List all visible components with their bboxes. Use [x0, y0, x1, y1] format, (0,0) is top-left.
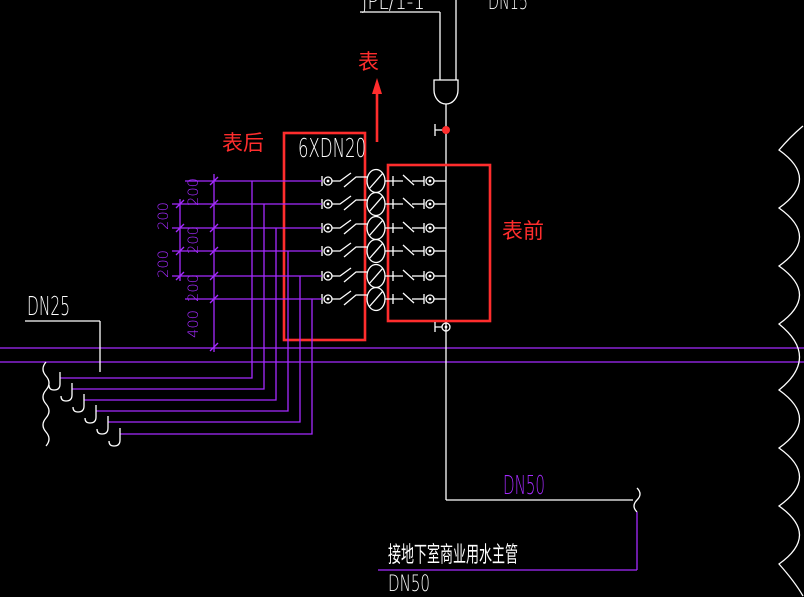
- branch-drop-line-4: [96, 251, 289, 412]
- branch-drop-line-6: [120, 299, 313, 435]
- riser-id-label: JPL/1-1: [362, 0, 425, 15]
- before-meter-valves: [385, 174, 446, 304]
- dim-label-row3-4: 200: [186, 226, 202, 254]
- riser-bottom-ball-valve-dot: [444, 325, 448, 329]
- branch-drop-line-3: [84, 228, 277, 401]
- check-valve-upper-2: [332, 195, 352, 205]
- inlet-valve-stem-6: [402, 292, 415, 304]
- inlet-ball-valve-dot-1: [428, 179, 432, 183]
- riser-valve-symbol: [433, 79, 459, 105]
- check-valve-lower-1: [343, 176, 367, 188]
- before-meter-box: [386, 163, 492, 323]
- inlet-valve-stem-3: [402, 221, 415, 233]
- inlet-valve-stem-4: [402, 244, 415, 256]
- hose-hook-6: [108, 428, 121, 447]
- check-valve-lower-3: [343, 223, 367, 235]
- inlet-valve-stem-2: [402, 197, 415, 209]
- check-valve-upper-1: [332, 172, 352, 182]
- meter-arrow-head: [372, 78, 382, 94]
- check-valve-lower-4: [343, 246, 367, 258]
- outlet-ball-valve-dot-3: [326, 226, 330, 230]
- inlet-valve-stem-1: [402, 174, 415, 186]
- check-valve-lower-2: [343, 199, 367, 211]
- meter-direction-label: 表: [358, 50, 379, 74]
- floor-lines: [0, 347, 804, 363]
- outlet-ball-valve-dot-5: [326, 274, 330, 278]
- right-break-line: [777, 125, 804, 597]
- riser-red-node: [442, 126, 450, 134]
- dim-label-row2-3: 200: [156, 202, 172, 230]
- riser-bottom-ball-valve: [441, 322, 451, 332]
- check-valve-upper-4: [332, 242, 352, 252]
- supply-riser-top: JPL/1-1 DN15: [360, 0, 528, 500]
- riser-size-label: DN15: [488, 0, 528, 15]
- dim-label-row1-2: 200: [186, 178, 202, 206]
- inlet-ball-valve-dot-3: [428, 226, 432, 230]
- dimensions: 200 200 200 200 200 400: [156, 174, 219, 352]
- inlet-ball-valve-dot-6: [428, 297, 432, 301]
- after-meter-box: [282, 131, 367, 342]
- hose-hook-3: [72, 394, 85, 413]
- check-valve-lower-6: [343, 294, 367, 306]
- after-meter-valves: [321, 172, 367, 306]
- main-pipe: DN50 接地下室商业用水主管 DN50: [378, 471, 641, 597]
- before-meter-label: 表前: [502, 219, 544, 243]
- water-meter-slash-6: [368, 290, 384, 308]
- inlet-ball-valve-dot-4: [428, 249, 432, 253]
- main-pipe-note: 接地下室商业用水主管: [388, 543, 518, 568]
- lower-pipe-size-label: DN50: [388, 572, 430, 597]
- meter-bank-label: 6XDN20: [298, 134, 366, 164]
- check-valve-lower-5: [343, 271, 367, 283]
- check-valve-upper-5: [332, 267, 352, 277]
- hose-hook-2: [60, 383, 73, 402]
- inlet-ball-valve-dot-5: [428, 274, 432, 278]
- hose-hook-1: [48, 372, 61, 391]
- dn25-branch: DN25: [25, 292, 101, 372]
- outlet-ball-valve-dot-4: [326, 249, 330, 253]
- water-meter-slash-5: [368, 267, 384, 285]
- branch-lines: [60, 180, 322, 435]
- check-valve-upper-3: [332, 219, 352, 229]
- outlet-ball-valve-dot-6: [326, 297, 330, 301]
- after-meter-label: 表后: [222, 131, 264, 155]
- main-pipe-break-symbol: [633, 487, 641, 513]
- water-meter-slash-4: [368, 242, 384, 260]
- dim-label-row5-6: 200: [186, 274, 202, 302]
- hose-hook-5: [96, 416, 109, 435]
- outlet-ball-valve-dot-2: [326, 202, 330, 206]
- main-pipe-size-label: DN50: [503, 471, 545, 501]
- branch-drop-line-1: [60, 181, 253, 379]
- left-break-line: [42, 361, 50, 447]
- branch-size-label: DN25: [27, 292, 70, 322]
- branch-drop-line-5: [108, 276, 301, 423]
- water-meter-slash-1: [368, 172, 384, 190]
- dim-label-row6-floor: 400: [186, 310, 202, 338]
- hose-hook-4: [84, 405, 97, 424]
- check-valve-upper-6: [332, 290, 352, 300]
- water-meters: [366, 168, 386, 312]
- riser-bottom-valve: [434, 322, 451, 332]
- red-markups: 表 表后 表前: [222, 50, 544, 342]
- water-meter-slash-3: [368, 219, 384, 237]
- branch-drop-line-2: [72, 204, 265, 390]
- flex-hose-hooks: [42, 361, 121, 447]
- inlet-valve-stem-5: [402, 269, 415, 281]
- water-meter-slash-2: [368, 195, 384, 213]
- dim-tick-floor: [209, 342, 219, 352]
- inlet-ball-valve-dot-2: [428, 202, 432, 206]
- riser-bottom-union-tick: [434, 322, 442, 332]
- dim-label-row4-5: 200: [156, 250, 172, 278]
- outlet-ball-valve-dot-1: [326, 179, 330, 183]
